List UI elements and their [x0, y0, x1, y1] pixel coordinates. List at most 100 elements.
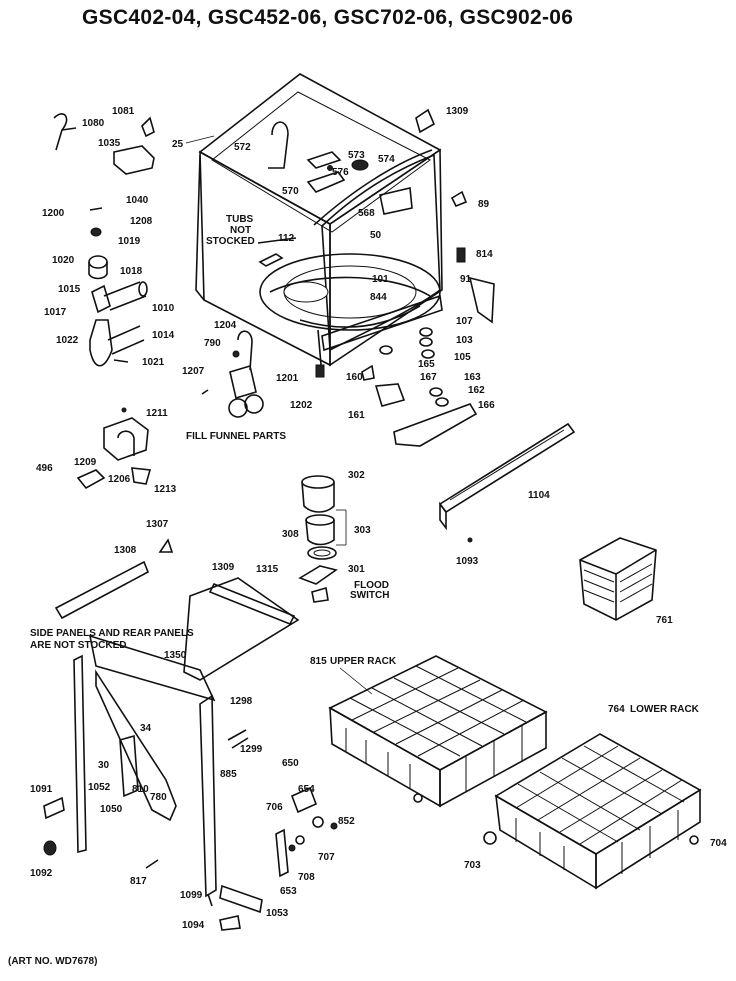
label-1040: 1040 [126, 195, 149, 206]
label-1209: 1209 [74, 457, 97, 468]
label-885: 885 [220, 769, 237, 780]
label-1201: 1201 [276, 373, 299, 384]
label-1200: 1200 [42, 208, 65, 219]
label-572: 572 [234, 142, 251, 153]
label-1010: 1010 [152, 303, 175, 314]
label-852: 852 [338, 816, 355, 827]
silverware-basket [579, 537, 657, 621]
label-650: 650 [282, 758, 299, 769]
label-91: 91 [460, 274, 472, 285]
label-1092: 1092 [30, 868, 53, 879]
label-815: 815 [310, 656, 327, 667]
label-1309b: 1309 [212, 562, 235, 573]
label-1053: 1053 [266, 908, 289, 919]
label-1017: 1017 [44, 307, 67, 318]
label-706: 706 [266, 802, 283, 813]
label-1204: 1204 [214, 320, 237, 331]
note-flood-switch-2: SWITCH [350, 590, 389, 601]
note-tubs-3: STOCKED [206, 236, 255, 247]
label-574: 574 [378, 154, 395, 165]
pump-motor [298, 475, 347, 603]
label-810: 810 [132, 784, 149, 795]
lower-rack [483, 733, 702, 890]
label-1104: 1104 [528, 490, 550, 501]
label-1309: 1309 [446, 106, 469, 117]
label-1018: 1018 [120, 266, 143, 277]
label-817: 817 [130, 876, 147, 887]
water-valve-parts [53, 113, 155, 367]
label-302: 302 [348, 470, 365, 481]
label-1019: 1019 [118, 236, 141, 247]
label-780: 780 [150, 792, 167, 803]
label-814: 814 [476, 249, 493, 260]
label-1050: 1050 [100, 804, 123, 815]
label-112: 112 [278, 233, 295, 244]
upper-rack [328, 655, 548, 808]
label-1015: 1015 [58, 284, 81, 295]
label-1202: 1202 [290, 400, 313, 411]
tub-assembly [195, 73, 495, 378]
label-496: 496 [36, 463, 53, 474]
label-34: 34 [140, 723, 152, 734]
label-1213: 1213 [154, 484, 177, 495]
label-161: 161 [348, 410, 365, 421]
note-flood-switch-1: FLOOD [354, 580, 389, 591]
label-1081: 1081 [112, 106, 135, 117]
note-tubs-1: TUBS [226, 214, 254, 225]
label-576: 576 [332, 167, 349, 178]
label-162: 162 [468, 385, 485, 396]
label-1299: 1299 [240, 744, 263, 755]
label-160: 160 [346, 372, 363, 383]
diagram-title: GSC402-04, GSC452-06, GSC702-06, GSC902-… [82, 6, 574, 29]
label-708: 708 [298, 872, 315, 883]
label-165: 165 [418, 359, 435, 370]
label-1206: 1206 [108, 474, 131, 485]
label-101: 101 [372, 274, 389, 285]
label-844: 844 [370, 292, 387, 303]
label-166: 166 [478, 400, 495, 411]
label-568: 568 [358, 208, 375, 219]
note-fill-funnel: FILL FUNNEL PARTS [186, 431, 286, 442]
label-1308: 1308 [114, 545, 137, 556]
track-1104 [438, 422, 576, 543]
note-side-panels-2: ARE NOT STOCKED [30, 640, 127, 651]
label-89: 89 [478, 199, 490, 210]
note-side-panels-1: SIDE PANELS AND REAR PANELS [30, 628, 194, 639]
label-761: 761 [656, 615, 673, 626]
label-1080: 1080 [82, 118, 105, 129]
frame-panels [43, 538, 300, 931]
label-167: 167 [420, 372, 437, 383]
label-790: 790 [204, 338, 221, 349]
label-1315: 1315 [256, 564, 279, 575]
label-303: 303 [354, 525, 371, 536]
label-707: 707 [318, 852, 335, 863]
inlet-valve [76, 407, 152, 490]
label-163: 163 [464, 372, 481, 383]
label-764: 764 [608, 704, 625, 715]
label-1208: 1208 [130, 216, 153, 227]
door-latch-parts [275, 786, 338, 878]
label-1091: 1091 [30, 784, 53, 795]
label-50: 50 [370, 230, 382, 241]
label-1094: 1094 [182, 920, 205, 931]
label-1099: 1099 [180, 890, 203, 901]
label-1207: 1207 [182, 366, 205, 377]
art-number: (ART NO. WD7678) [8, 956, 98, 967]
label-1022: 1022 [56, 335, 79, 346]
label-573: 573 [348, 150, 365, 161]
label-1350: 1350 [164, 650, 187, 661]
part-labels: 25 572 573 574 576 570 568 50 1309 89 81… [30, 106, 727, 931]
label-308: 308 [282, 529, 299, 540]
label-704: 704 [710, 838, 727, 849]
label-301: 301 [348, 564, 365, 575]
label-25: 25 [172, 139, 184, 150]
note-upper-rack: UPPER RACK [330, 656, 397, 667]
label-1298: 1298 [230, 696, 253, 707]
label-1211: 1211 [146, 408, 168, 419]
note-tubs-2: NOT [230, 225, 251, 236]
label-703: 703 [464, 860, 481, 871]
label-1093: 1093 [456, 556, 479, 567]
label-570: 570 [282, 186, 299, 197]
label-107: 107 [456, 316, 473, 327]
